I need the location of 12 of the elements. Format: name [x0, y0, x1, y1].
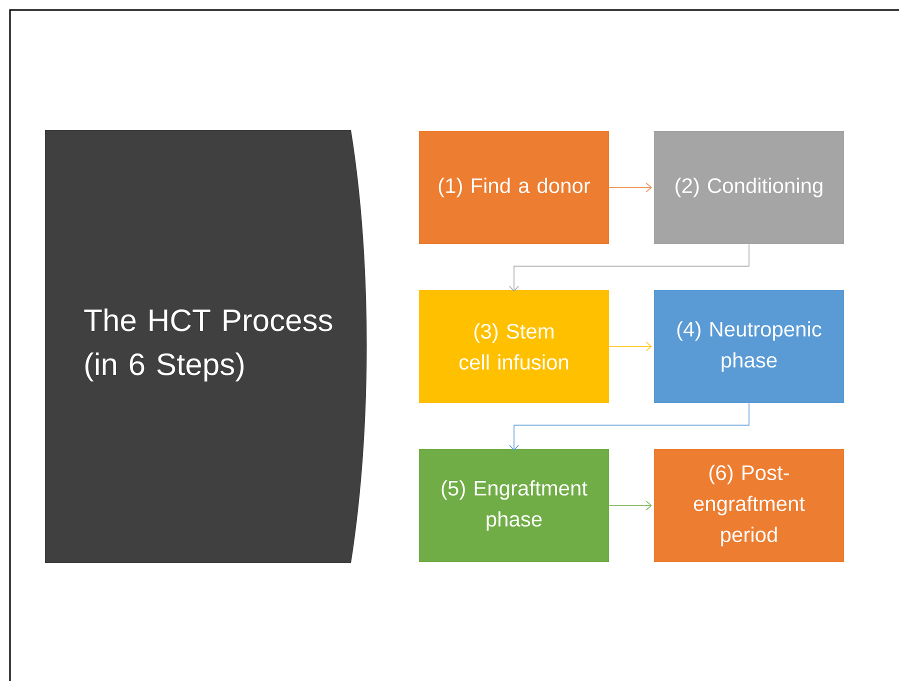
process-box: (6) Post-engraftment period [654, 449, 844, 562]
process-box: (5) Engraftment phase [419, 449, 609, 562]
process-box: (1) Find a donor [419, 131, 609, 244]
arrow [608, 342, 652, 352]
title: The HCT Process (in 6 Steps) [84, 308, 332, 382]
arrow [509, 402, 750, 451]
process-box: (4) Neutropenic phase [654, 290, 844, 403]
process-box: (3) Stem cell infusion [419, 290, 609, 403]
arrow [608, 182, 652, 192]
arrow [509, 244, 750, 292]
process-box: (2) Conditioning [654, 131, 844, 244]
arrow [608, 500, 652, 510]
